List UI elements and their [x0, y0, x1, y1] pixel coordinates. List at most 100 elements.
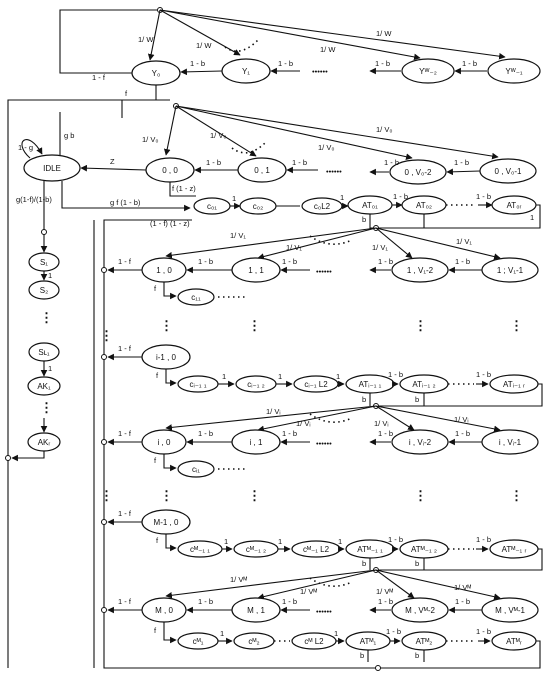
label: 1/ W	[320, 45, 336, 54]
edge	[257, 569, 377, 600]
edge	[163, 282, 177, 300]
label: 1 - b	[455, 429, 470, 438]
label: 1/ V₀	[210, 131, 226, 140]
bottom-rail	[103, 232, 376, 669]
node-label: ATᵢ₋₁ ᵣ	[503, 380, 525, 389]
label: Z	[110, 157, 115, 166]
vdots: ⋮	[160, 318, 173, 333]
node-label: S₂	[40, 286, 48, 295]
vdots: ⋮	[40, 400, 53, 415]
node-label: cᵢ₋₁ ₁	[189, 380, 206, 389]
row-m: 1/ Vᴹ 1/ Vᴹ 1/ Vᴹ 1/ Vᴹ M , 0 M , 1 M , …	[101, 569, 541, 671]
edge-y1-y0	[180, 68, 223, 76]
label: 1 - b	[388, 535, 403, 544]
edge	[257, 405, 377, 433]
vdots: ⋮	[40, 310, 53, 325]
label: 1/ V₁	[286, 243, 302, 252]
vdots: ⋮	[160, 488, 173, 503]
edge-to-00	[163, 105, 177, 156]
node-label: c₀L2	[314, 202, 331, 211]
node-label: ATᴹ₋₁ ₁	[357, 545, 383, 554]
node-label: Sʟ₁	[38, 348, 50, 357]
label: 1/ V₀	[376, 125, 392, 134]
label: 1/ Vᵢ	[266, 407, 281, 416]
edge-end	[378, 383, 543, 407]
edge-end	[380, 640, 541, 669]
label: 1 - g	[18, 143, 33, 152]
node-label: i , Vᵢ-2	[409, 438, 432, 447]
label: 1 - b	[198, 257, 213, 266]
edge-akr-back	[11, 451, 45, 462]
label: 1	[224, 537, 228, 546]
label: f	[156, 371, 159, 380]
state-m-vm-2	[391, 597, 449, 623]
label: 1 - b	[278, 59, 293, 68]
edge	[163, 622, 177, 644]
label: 1/ W	[138, 35, 154, 44]
label: 1	[338, 537, 342, 546]
edge	[165, 369, 177, 387]
node-label: M-1 , 0	[154, 518, 179, 527]
label: 1 - b	[386, 627, 401, 636]
edge	[375, 569, 501, 600]
row-m-minus-1: M-1 , 0 1 - f f cᴹ₋₁ ₁ cᴹ₋₁ ₂ cᴹ₋₁ L2 AT…	[101, 509, 543, 573]
node-label: M , 0	[155, 606, 173, 615]
row-i: 1/ Vᵢ 1/ Vᵢ 1/ Vᵢ 1/ Vᵢ i , 0 i , 1 i , …	[100, 405, 539, 503]
edge-00-idle	[80, 164, 147, 172]
node-label: c₀₁	[207, 202, 217, 211]
state-yw2	[401, 58, 455, 84]
state-ak1	[27, 376, 61, 396]
label: 1 - f	[118, 429, 132, 438]
label: 1	[48, 271, 52, 280]
node-label: 0 , 0	[162, 166, 178, 175]
junction	[101, 607, 107, 613]
node-label: cᴹ₋₁ ₂	[246, 545, 266, 554]
label: f (1 - z)	[172, 184, 196, 193]
junction	[101, 354, 107, 360]
label: 1 - b	[375, 59, 390, 68]
edge	[165, 569, 377, 599]
edge-idle-c01	[61, 181, 191, 212]
label: 1/ Vᵢ	[454, 415, 469, 424]
node-label: cᴹ₋₁ ₁	[190, 545, 210, 554]
edge-to-yw1	[159, 9, 506, 60]
label: 1 - b	[476, 535, 491, 544]
node-label: 0 , V₀-1	[495, 167, 522, 176]
state-yw1	[487, 58, 541, 84]
edge-y0-loop	[59, 9, 157, 74]
label: b	[362, 215, 366, 224]
node-label: cᵢ₋₁ ₂	[247, 380, 265, 389]
label: b	[415, 395, 419, 404]
label: 1/ W	[376, 29, 392, 38]
label: 1	[232, 194, 236, 203]
label: 1/ Vᵢ	[296, 419, 311, 428]
node-label: M , 1	[247, 606, 265, 615]
dotted-arc	[309, 577, 353, 587]
node-label: cᴹ₂	[248, 637, 259, 646]
label: 1	[278, 372, 282, 381]
edge-to-0v2	[175, 105, 413, 160]
label: 1/ Vᴹ	[376, 587, 393, 596]
label: 1/ V₀	[318, 143, 334, 152]
node-label: AK₁	[37, 382, 51, 391]
node-label: cᵢ₋₁ L2	[304, 380, 328, 389]
node-label: IDLE	[43, 164, 61, 173]
label: (1 - f) (1 - z)	[150, 219, 190, 228]
label: 1/ Vᵢ	[374, 419, 389, 428]
junction	[101, 267, 107, 273]
node-label: 0 , 1	[254, 166, 270, 175]
state-s2	[28, 280, 60, 300]
node-label: 1 , V₁-2	[407, 266, 434, 275]
label: 1 - b	[198, 597, 213, 606]
dotted-arc	[309, 413, 353, 423]
edge	[165, 227, 377, 259]
label: 1 - b	[378, 257, 393, 266]
idle-self-loop	[21, 139, 43, 159]
node-label: cᴹ L2	[304, 637, 324, 646]
label: 1/ V₁	[456, 237, 472, 246]
branch-point-end	[375, 665, 381, 671]
label: 1 - b	[476, 192, 491, 201]
node-label: i-1 , 0	[156, 353, 177, 362]
row-1: 1/ V₁ 1/ V₁ 1/ V₁ 1/ V₁ 1 , 0 1 , 1 1 , …	[100, 227, 539, 343]
